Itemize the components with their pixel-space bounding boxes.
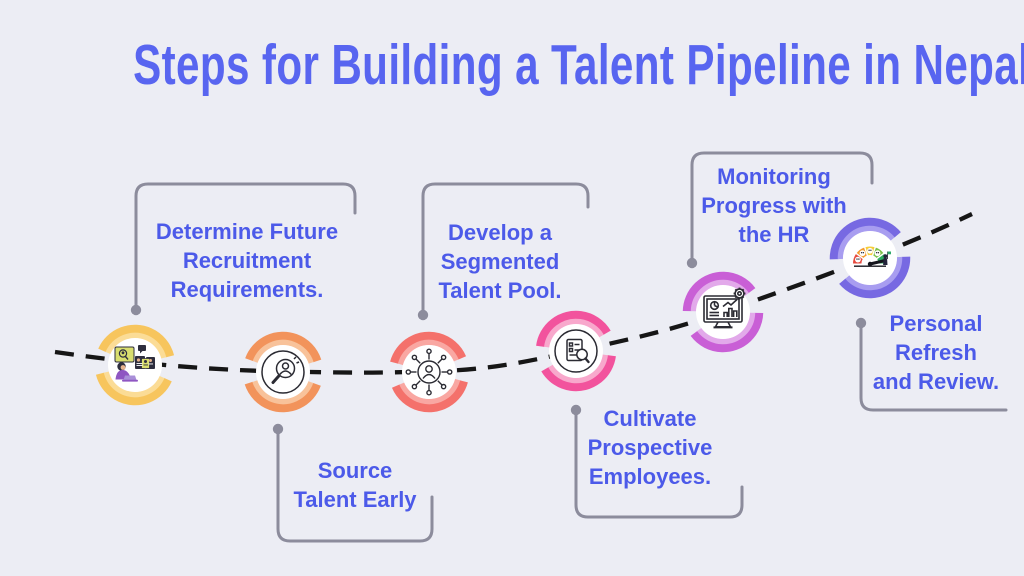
step-badge-1 xyxy=(94,324,176,406)
ring-inner xyxy=(396,339,462,405)
ring-outer xyxy=(535,310,617,392)
step-bracket-2 xyxy=(276,427,434,543)
ring-inner xyxy=(250,339,316,405)
gear-icon xyxy=(733,287,746,300)
step-label-personal-refresh-review: Personal Refresh and Review. xyxy=(841,309,1024,396)
satisfaction-gauge-icon xyxy=(853,246,891,267)
step-dot-3 xyxy=(417,309,429,321)
person-with-flag xyxy=(883,251,891,265)
ring-outer xyxy=(94,324,176,406)
resume-review-icon xyxy=(554,329,598,373)
step-label-source-talent-early: Source Talent Early xyxy=(265,456,445,514)
step-dot-5 xyxy=(686,257,698,269)
step-label-determine-future-recruitment: Determine Future Recruitment Requirement… xyxy=(147,217,347,304)
label-line: Requirements. xyxy=(170,277,324,302)
step-badge-5 xyxy=(682,271,764,353)
ring-inner xyxy=(543,318,609,384)
step-label-cultivate-prospective-employees: Cultivate Prospective Employees. xyxy=(555,404,745,491)
step-bracket-4 xyxy=(574,408,744,519)
ring-outer xyxy=(682,271,764,353)
hr-planning-illustration xyxy=(114,345,155,382)
label-line: Monitoring xyxy=(717,164,831,189)
step-badge-2 xyxy=(242,331,324,413)
label-line: and Review. xyxy=(872,369,1000,394)
label-line: Source xyxy=(317,458,393,483)
label-line: Employees. xyxy=(588,464,712,489)
step-dot-6 xyxy=(855,317,867,329)
label-line: Progress with xyxy=(701,193,847,218)
step-bracket-3 xyxy=(421,182,590,317)
label-line: Prospective xyxy=(587,435,713,460)
step-bracket-1 xyxy=(134,182,357,312)
step-label-monitoring-progress-hr: Monitoring Progress with the HR xyxy=(679,162,869,249)
talent-network-icon xyxy=(405,348,453,396)
label-line: Cultivate xyxy=(603,406,697,431)
label-line: Determine Future xyxy=(155,219,339,244)
step-dot-1 xyxy=(130,304,142,316)
label-line: Personal xyxy=(889,311,983,336)
badge-core xyxy=(843,231,897,285)
label-line: Talent Pool. xyxy=(438,278,562,303)
label-line: Recruitment xyxy=(182,248,312,273)
step-badge-3 xyxy=(388,331,470,413)
badge-core xyxy=(549,324,603,378)
label-line: Segmented xyxy=(440,249,560,274)
step-bracket-5 xyxy=(690,151,874,265)
label-line: the HR xyxy=(738,222,810,247)
page-title: Steps for Building a Talent Pipeline in … xyxy=(133,33,1024,97)
step-dot-4 xyxy=(570,404,582,416)
step-label-develop-segmented-talent-pool: Develop a Segmented Talent Pool. xyxy=(405,218,595,305)
label-line: Refresh xyxy=(895,340,977,365)
label-line: Talent Early xyxy=(293,487,417,512)
step-dot-2 xyxy=(272,423,284,435)
ring-outer xyxy=(829,217,911,299)
step-badge-6 xyxy=(829,217,911,299)
label-line: Develop a xyxy=(448,220,552,245)
analytics-monitor-icon xyxy=(703,287,746,329)
step-badge-4 xyxy=(535,310,617,392)
search-candidate-icon xyxy=(261,350,305,394)
step-bracket-6 xyxy=(859,321,1008,412)
